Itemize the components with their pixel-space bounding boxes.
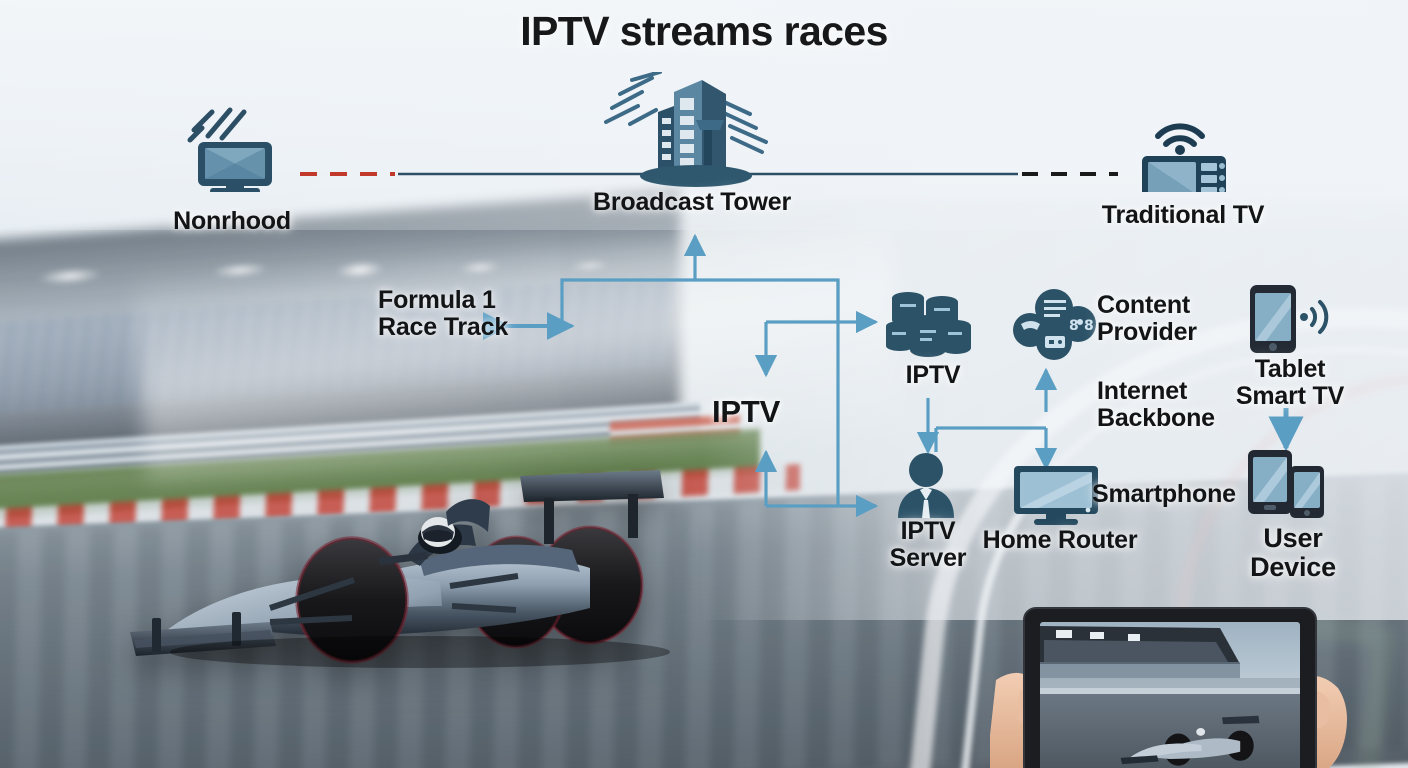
label-iptv-servers: IPTV <box>905 361 961 389</box>
broadcast-tower-icon <box>598 70 794 188</box>
retro-tv-icon <box>1132 106 1236 200</box>
label-smartphone: Smartphone <box>1092 480 1236 508</box>
tablet-wifi-icon <box>1246 283 1332 355</box>
label-iptv-flow: IPTV <box>712 394 781 429</box>
label-tablet-smart-tv: Tablet Smart TV <box>1235 355 1345 410</box>
devices-icon <box>1246 450 1328 522</box>
label-traditional-tv: Traditional TV <box>1101 201 1265 229</box>
page-title: IPTV streams races <box>520 8 888 54</box>
label-home-router: Home Router <box>982 526 1138 554</box>
svg-text:8: 8 <box>1069 318 1079 334</box>
label-user-device: User Device <box>1250 523 1336 582</box>
label-internet-backbone: Internet Backbone <box>1097 377 1215 432</box>
monitor-icon <box>1012 464 1100 526</box>
svg-text:8: 8 <box>1084 318 1094 334</box>
label-content-provider: Content Provider <box>1097 291 1197 346</box>
label-race-track: Formula 1 Race Track <box>378 286 509 341</box>
hands-holding-tablet-photo <box>986 600 1350 768</box>
label-iptv-server: IPTV Server <box>889 517 967 572</box>
formula-1-race-car-photo <box>120 440 680 670</box>
tv-monitor-icon <box>186 96 282 194</box>
label-broadcast-tower: Broadcast Tower <box>593 188 791 216</box>
person-server-icon <box>894 452 958 518</box>
database-stack-icon <box>886 288 978 360</box>
label-neighborhood: Nonrhood <box>173 207 291 235</box>
